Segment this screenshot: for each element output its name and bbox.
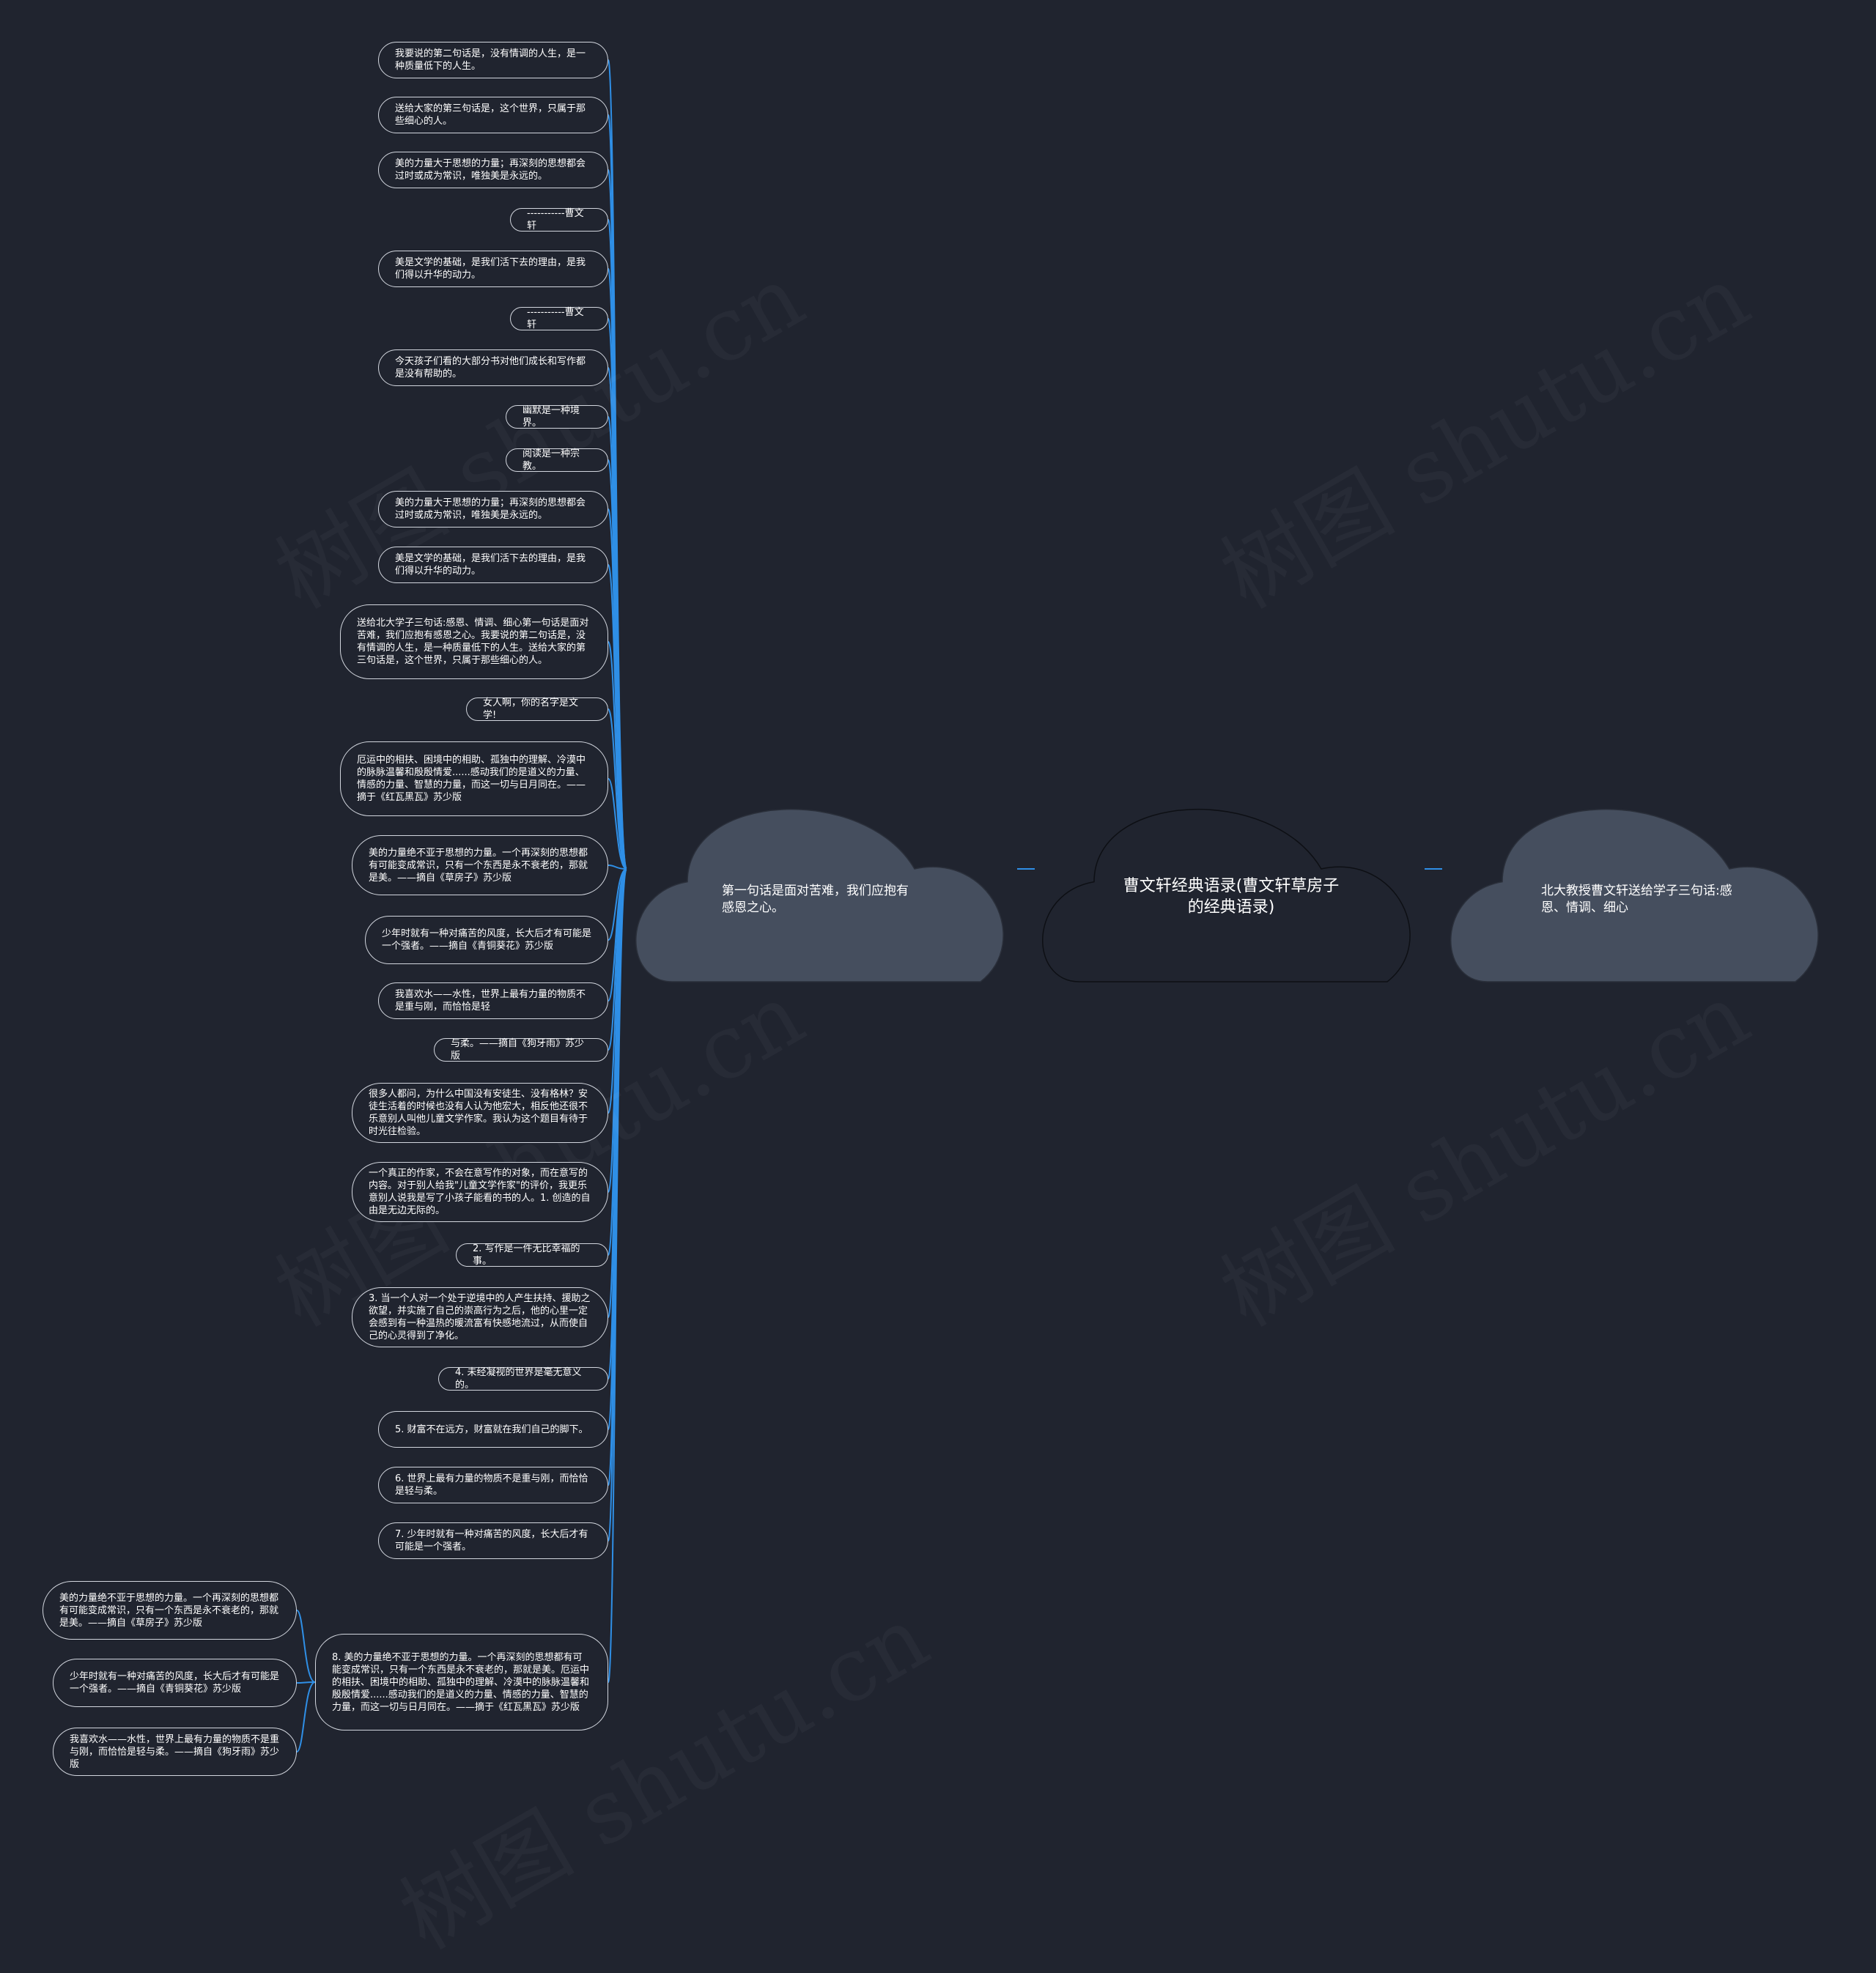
leaf-node[interactable]: 3. 当一个人对一个处于逆境中的人产生扶持、援助之欲望，并实施了自己的崇高行为之… [352, 1287, 608, 1347]
leaf-node[interactable]: 阅读是一种宗教。 [506, 448, 608, 472]
leaf-node[interactable]: -----------曹文轩 [510, 307, 608, 330]
root-topic[interactable]: 曹文轩经典语录(曹文轩草房子的经典语录) [1123, 877, 1340, 917]
leaf-node[interactable]: 美的力量大于思想的力量；再深刻的思想都会过时或成为常识，唯独美是永远的。 [378, 491, 608, 528]
leaf-text: 少年时就有一种对痛苦的风度，长大后才有可能是一个强者。——摘自《青铜葵花》苏少版 [382, 928, 592, 952]
leaf-text: 7. 少年时就有一种对痛苦的风度，长大后才有可能是一个强者。 [395, 1529, 588, 1552]
leaf-node[interactable]: 很多人都问，为什么中国没有安徒生、没有格林？安徒生活着的时候也没有人认为他宏大，… [352, 1083, 608, 1143]
leaf-node[interactable]: 美是文学的基础，是我们活下去的理由，是我们得以升华的动力。 [378, 251, 608, 287]
leaf-text: 我要说的第二句话是，没有情调的人生，是一种质量低下的人生。 [395, 48, 586, 72]
leaf-text: 6. 世界上最有力量的物质不是重与刚，而恰恰是轻与柔。 [395, 1473, 588, 1497]
leaf-connector [608, 868, 627, 941]
leaf-node[interactable]: 8. 美的力量绝不亚于思想的力量。一个再深刻的思想都有可能变成常识，只有一个东西… [315, 1634, 608, 1730]
leaf-connector [608, 641, 627, 870]
leaf-node[interactable]: 厄运中的相扶、困境中的相助、孤独中的理解、冷漠中的脉脉温馨和殷殷情爱......… [340, 741, 608, 816]
leaf-text: 送给大家的第三句话是，这个世界，只属于那些细心的人。 [395, 103, 586, 127]
leaf-connector [608, 868, 627, 1683]
connector-canvas [296, 59, 1819, 1752]
left-topic-cloud-shape [635, 808, 1004, 982]
leaf-text: 美是文学的基础，是我们活下去的理由，是我们得以升华的动力。 [395, 257, 586, 281]
leaf-node[interactable]: 6. 世界上最有力量的物质不是重与刚，而恰恰是轻与柔。 [378, 1467, 608, 1503]
leaf-node[interactable]: -----------曹文轩 [510, 208, 608, 232]
leaf-node[interactable]: 送给大家的第三句话是，这个世界，只属于那些细心的人。 [378, 97, 608, 133]
leaf-node[interactable]: 少年时就有一种对痛苦的风度，长大后才有可能是一个强者。——摘自《青铜葵花》苏少版 [365, 916, 608, 964]
leaf-node[interactable]: 2. 写作是一件无比幸福的事。 [456, 1243, 608, 1267]
left-topic[interactable]: 第一句话是面对苦难，我们应抱有感恩之心。 [722, 884, 909, 915]
sub-leaf-node[interactable]: 少年时就有一种对痛苦的风度，长大后才有可能是一个强者。——摘自《青铜葵花》苏少版 [53, 1659, 297, 1707]
leaf-text: 今天孩子们看的大部分书对他们成长和写作都是没有帮助的。 [395, 356, 586, 380]
leaf-node[interactable]: 送给北大学子三句话:感恩、情调、细心第一句话是面对苦难，我们应抱有感恩之心。我要… [340, 604, 608, 679]
right-topic-cloud-shape [1450, 808, 1819, 982]
sub-leaf-text: 我喜欢水——水性，世界上最有力量的物质不是重与刚，而恰恰是轻与柔。——摘自《狗牙… [70, 1733, 280, 1770]
right-topic[interactable]: 北大教授曹文轩送给学子三句话:感恩、情调、细心 [1541, 884, 1732, 915]
sub-leaf-connector [296, 1610, 316, 1683]
leaf-node[interactable]: 美的力量大于思想的力量；再深刻的思想都会过时或成为常识，唯独美是永远的。 [378, 152, 608, 188]
leaf-connector [608, 865, 627, 870]
leaf-text: 5. 财富不在远方，财富就在我们自己的脚下。 [395, 1424, 588, 1435]
leaf-node[interactable]: 5. 财富不在远方，财富就在我们自己的脚下。 [378, 1411, 608, 1448]
leaf-node[interactable]: 与柔。——摘自《狗牙雨》苏少版 [434, 1038, 608, 1062]
leaf-text: -----------曹文轩 [527, 208, 584, 232]
sub-leaf-node[interactable]: 美的力量绝不亚于思想的力量。一个再深刻的思想都有可能变成常识，只有一个东西是永不… [43, 1581, 297, 1640]
leaf-text: 女人啊，你的名字是文学! [483, 697, 579, 721]
leaf-node[interactable]: 今天孩子们看的大部分书对他们成长和写作都是没有帮助的。 [378, 349, 608, 386]
leaf-connector [608, 708, 627, 870]
leaf-text: 送给北大学子三句话:感恩、情调、细心第一句话是面对苦难，我们应抱有感恩之心。我要… [357, 618, 589, 666]
leaf-text: 2. 写作是一件无比幸福的事。 [473, 1243, 580, 1267]
leaf-text: 4. 未经凝视的世界是毫无意义的。 [455, 1367, 582, 1391]
leaf-text: 美是文学的基础，是我们活下去的理由，是我们得以升华的动力。 [395, 553, 586, 577]
sub-leaf-connector [296, 1681, 316, 1752]
leaf-text: 一个真正的作家，不会在意写作的对象，而在意写的内容。对于别人给我"儿童文学作家"… [369, 1168, 591, 1216]
leaf-node[interactable]: 我喜欢水——水性，世界上最有力量的物质不是重与刚，而恰恰是轻 [378, 982, 608, 1019]
leaf-text: 厄运中的相扶、困境中的相助、孤独中的理解、冷漠中的脉脉温馨和殷殷情爱......… [357, 755, 586, 803]
leaf-node[interactable]: 我要说的第二句话是，没有情调的人生，是一种质量低下的人生。 [378, 42, 608, 78]
sub-leaf-node[interactable]: 我喜欢水——水性，世界上最有力量的物质不是重与刚，而恰恰是轻与柔。——摘自《狗牙… [53, 1728, 297, 1776]
leaf-text: 美的力量大于思想的力量；再深刻的思想都会过时或成为常识，唯独美是永远的。 [395, 497, 586, 521]
leaf-node[interactable]: 一个真正的作家，不会在意写作的对象，而在意写的内容。对于别人给我"儿童文学作家"… [352, 1162, 608, 1222]
leaf-connector [608, 778, 627, 870]
leaf-text: 8. 美的力量绝不亚于思想的力量。一个再深刻的思想都有可能变成常识，只有一个东西… [332, 1651, 590, 1713]
leaf-text: 3. 当一个人对一个处于逆境中的人产生扶持、援助之欲望，并实施了自己的崇高行为之… [369, 1293, 591, 1341]
leaf-text: 我喜欢水——水性，世界上最有力量的物质不是重与刚，而恰恰是轻 [395, 989, 586, 1013]
leaf-text: 幽默是一种境界。 [522, 405, 580, 429]
leaf-text: 美的力量绝不亚于思想的力量。一个再深刻的思想都有可能变成常识，只有一个东西是永不… [369, 847, 588, 884]
leaf-text: 与柔。——摘自《狗牙雨》苏少版 [451, 1038, 585, 1062]
leaf-text: 美的力量大于思想的力量；再深刻的思想都会过时或成为常识，唯独美是永远的。 [395, 158, 586, 182]
root-cloud-shape [1042, 808, 1411, 982]
leaf-node[interactable]: 幽默是一种境界。 [506, 405, 608, 429]
leaf-text: 阅读是一种宗教。 [522, 448, 580, 472]
leaf-node[interactable]: 4. 未经凝视的世界是毫无意义的。 [438, 1367, 608, 1391]
leaf-text: 很多人都问，为什么中国没有安徒生、没有格林？安徒生活着的时候也没有人认为他宏大，… [369, 1089, 588, 1137]
leaf-node[interactable]: 女人啊，你的名字是文学! [466, 697, 608, 721]
sub-leaf-connector [296, 1681, 316, 1684]
leaf-text: -----------曹文轩 [527, 307, 584, 330]
sub-leaf-text: 美的力量绝不亚于思想的力量。一个再深刻的思想都有可能变成常识，只有一个东西是永不… [59, 1592, 279, 1629]
leaf-node[interactable]: 7. 少年时就有一种对痛苦的风度，长大后才有可能是一个强者。 [378, 1522, 608, 1559]
sub-leaf-text: 少年时就有一种对痛苦的风度，长大后才有可能是一个强者。——摘自《青铜葵花》苏少版 [70, 1671, 280, 1695]
leaf-node[interactable]: 美的力量绝不亚于思想的力量。一个再深刻的思想都有可能变成常识，只有一个东西是永不… [352, 835, 608, 895]
leaf-node[interactable]: 美是文学的基础，是我们活下去的理由，是我们得以升华的动力。 [378, 547, 608, 583]
